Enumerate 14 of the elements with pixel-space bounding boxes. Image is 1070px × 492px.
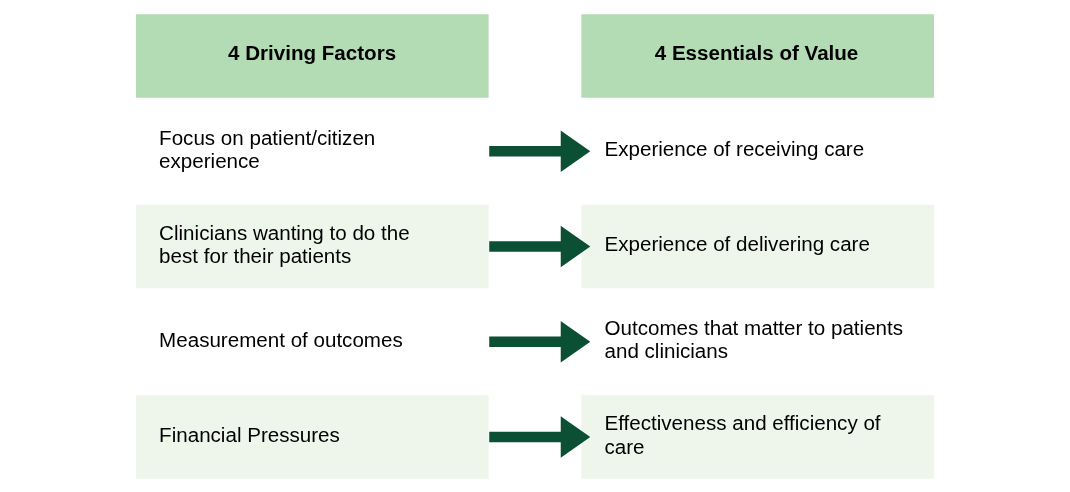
node-box: 4 Essentials of Value [581, 13, 935, 98]
node-text: Measurement of outcomes [159, 327, 403, 351]
arrow [489, 225, 591, 267]
arrow [489, 415, 591, 458]
node-text: Focus on patient/citizen experience [159, 125, 376, 172]
node-box: 4 Driving Factors [135, 13, 489, 98]
node-text: Outcomes that matter to patients and clinicians [604, 315, 904, 362]
node-box: Effectiveness and efficiency of care [581, 394, 935, 479]
node-box: Financial Pressures [135, 394, 489, 479]
node-box: Experience of delivering care [581, 204, 935, 288]
arrow [489, 320, 591, 362]
arrow [489, 130, 591, 172]
node-text: Experience of receiving care [604, 136, 865, 160]
node-box: Clinicians wanting to do the best for their patients [135, 204, 489, 288]
